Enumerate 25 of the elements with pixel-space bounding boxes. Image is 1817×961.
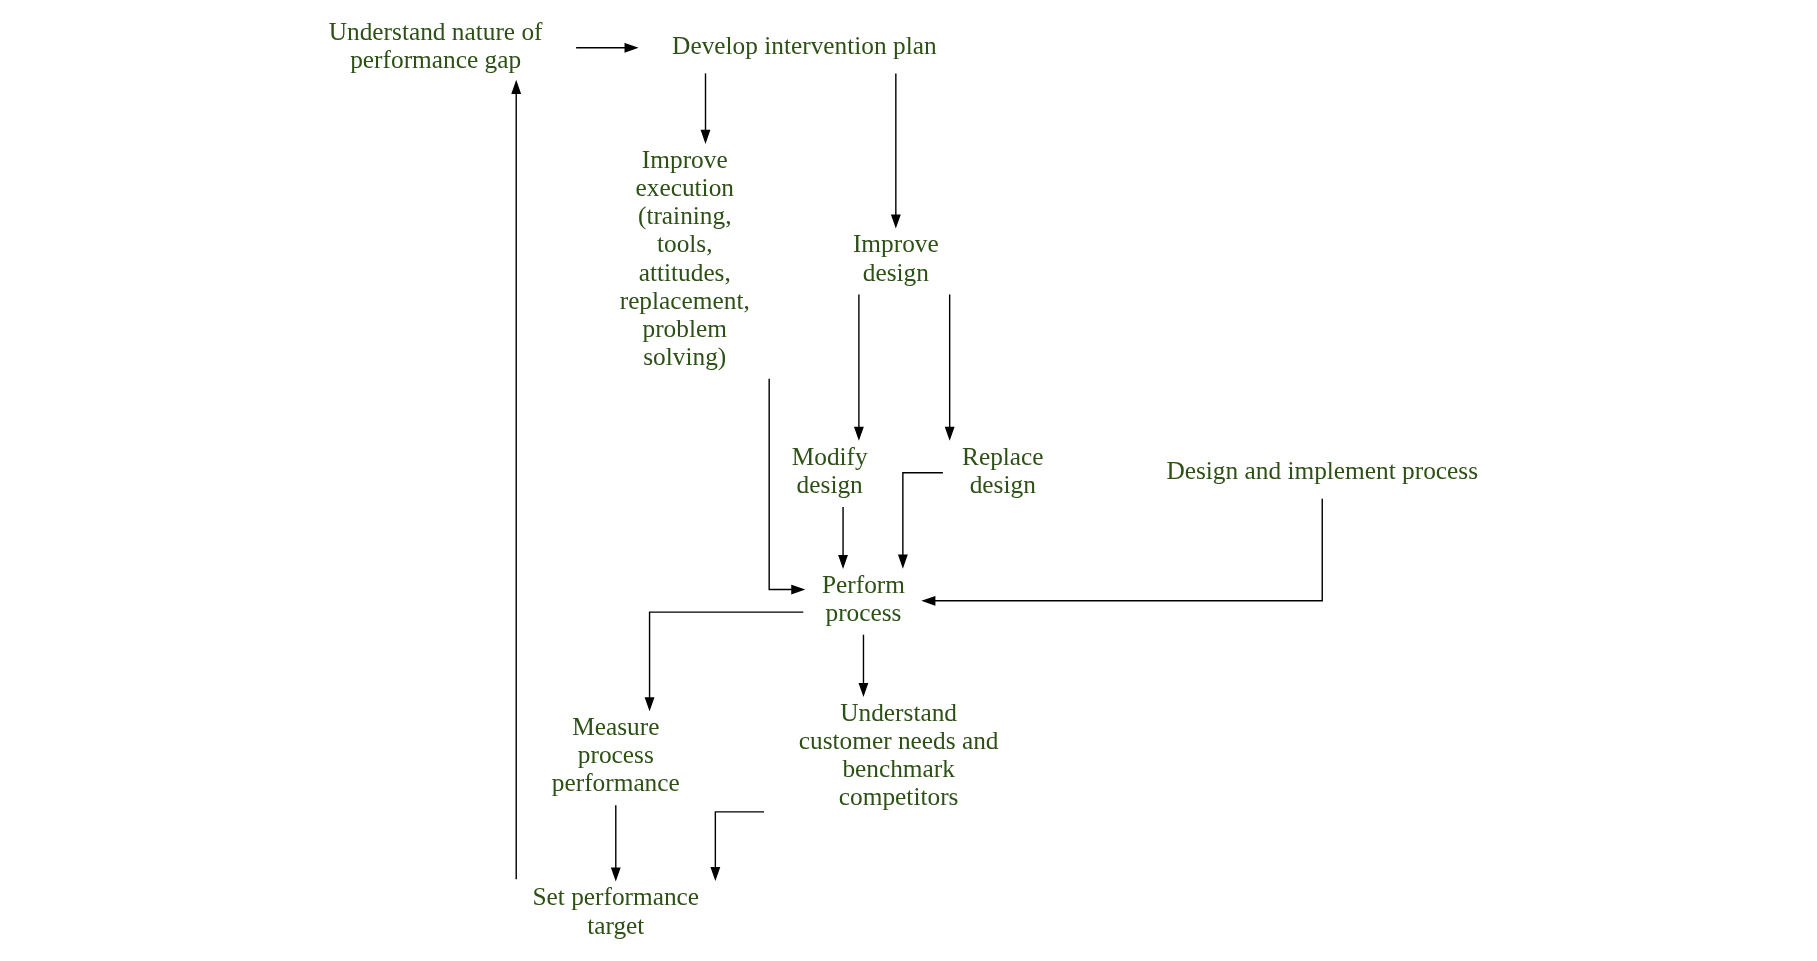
arrow (610, 804, 621, 882)
arrow (644, 611, 805, 712)
arrow (921, 497, 1323, 606)
arrow (897, 472, 944, 569)
arrow (700, 72, 711, 144)
arrow (890, 72, 901, 229)
node-text: Measure process performance (551, 712, 680, 797)
arrow (944, 293, 955, 441)
arrow (768, 377, 806, 595)
arrow (710, 811, 765, 882)
arrow (838, 506, 848, 569)
arrow (858, 634, 869, 697)
node-text: Perform process (821, 569, 905, 627)
arrow (853, 293, 864, 441)
node-text: Set performance target (532, 882, 700, 939)
arrow (511, 79, 522, 880)
node-text: Design and implement process (1166, 455, 1479, 484)
node-text: Understand customer needs and benchmark competitors (798, 698, 999, 811)
node-text: Improve execution (training, tools, attitudes, replacement, problem solving) (619, 144, 750, 370)
node-text: Understand nature of performance gap (328, 16, 543, 74)
node-text: Replace design (962, 441, 1044, 499)
node-text: Modify design (791, 441, 868, 499)
node-text: Improve design (852, 229, 939, 286)
arrow (575, 42, 639, 53)
node-text: Develop intervention plan (672, 30, 937, 59)
